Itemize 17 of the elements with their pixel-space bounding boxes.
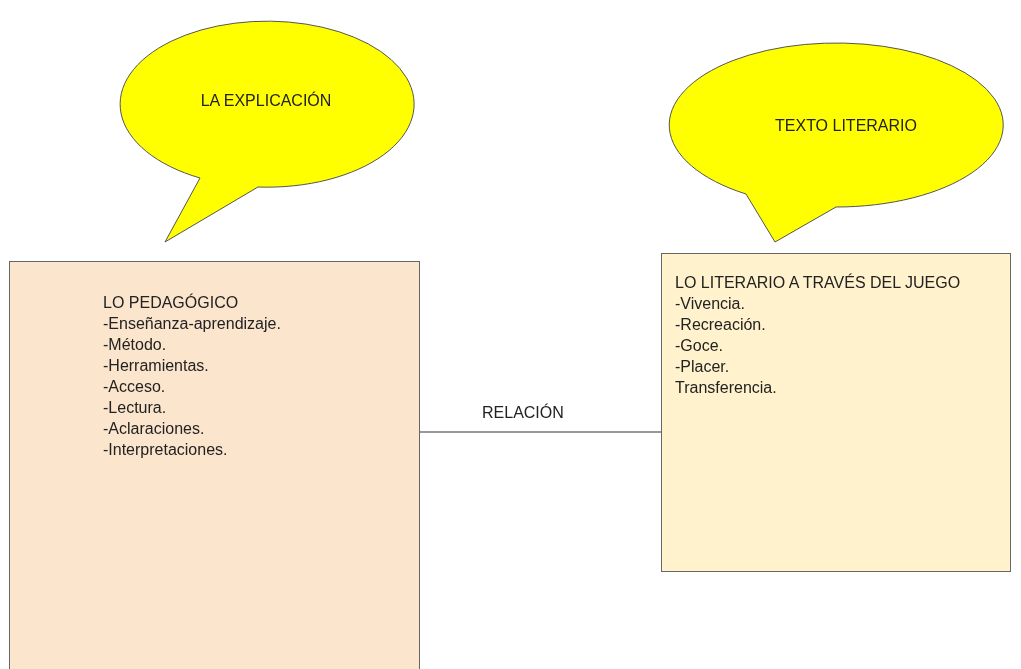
list-item: -Interpretaciones. — [103, 440, 229, 460]
list-item: Transferencia. — [675, 378, 778, 398]
list-item: -Método. — [103, 335, 168, 355]
list-item: -Herramientas. — [103, 356, 210, 376]
box-heading: LO PEDAGÓGICO — [103, 292, 240, 313]
list-item: -Placer. — [675, 357, 731, 377]
list-item: -Lectura. — [103, 398, 168, 418]
box-heading: LO LITERARIO A TRAVÉS DEL JUEGO — [675, 272, 962, 293]
list-item: -Recreación. — [675, 315, 767, 335]
bubble-title: TEXTO LITERARIO — [774, 116, 918, 136]
list-item: -Acceso. — [103, 377, 167, 397]
bubble-title: LA EXPLICACIÓN — [199, 90, 333, 111]
list-item: -Vivencia. — [675, 294, 746, 314]
list-item: -Aclaraciones. — [103, 419, 206, 439]
list-item: -Enseñanza-aprendizaje. — [103, 314, 282, 334]
list-item: -Goce. — [675, 336, 724, 356]
connector-line — [419, 431, 662, 433]
